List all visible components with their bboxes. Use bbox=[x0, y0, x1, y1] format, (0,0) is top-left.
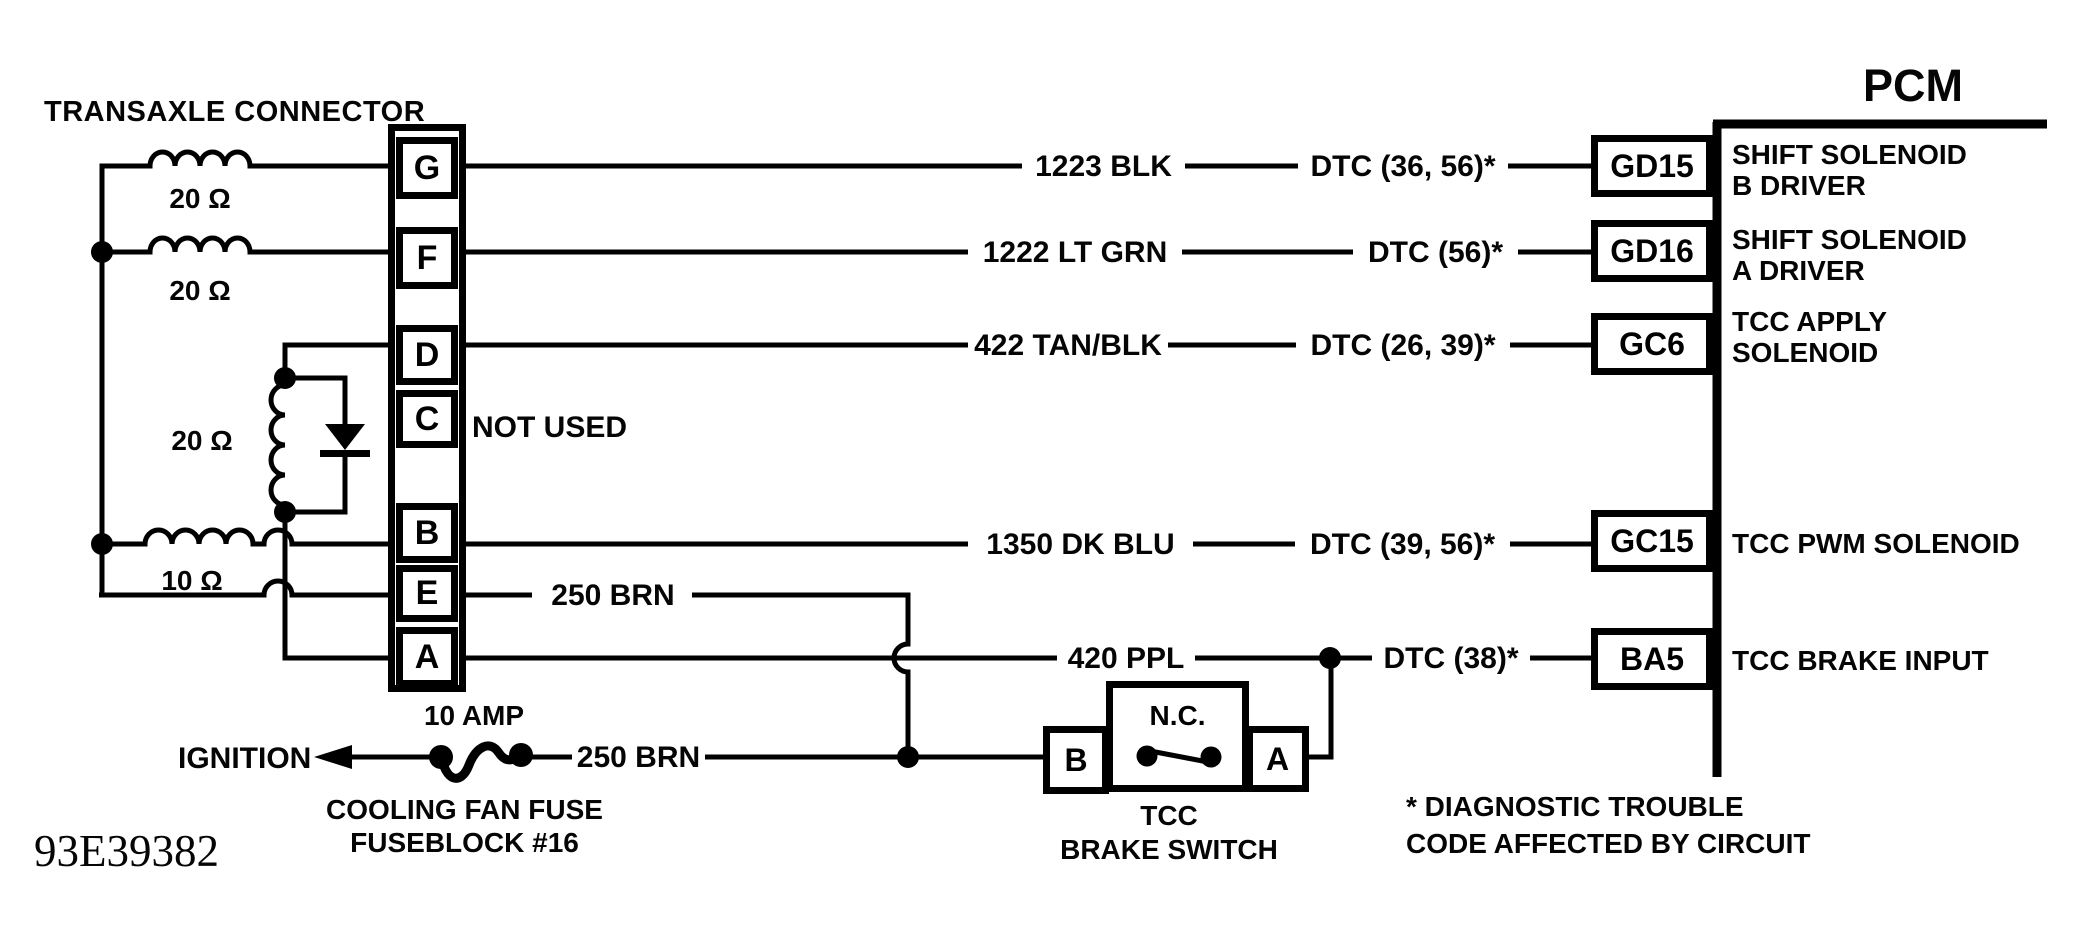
transaxle-connector-title: TRANSAXLE CONNECTOR bbox=[44, 96, 426, 128]
fuse-caption: COOLING FAN FUSE FUSEBLOCK #16 bbox=[312, 793, 617, 859]
brake-switch-terminal-b: B bbox=[1043, 726, 1109, 794]
wire-label-420-ppl: 420 PPL bbox=[1067, 642, 1185, 675]
diode-cathode-bar bbox=[320, 450, 370, 457]
dtc-label-row-b: DTC (39, 56)* bbox=[1309, 528, 1496, 561]
pin-g-label: G bbox=[413, 148, 441, 187]
pcm-pin-gd15: GD15 bbox=[1591, 135, 1713, 197]
pcm-label-line: TCC APPLY bbox=[1732, 306, 1888, 337]
resistor-value-coil: 20 Ω bbox=[171, 425, 233, 456]
resistor-value-row-g: 20 Ω bbox=[169, 183, 231, 214]
dtc-label-row-g: DTC (36, 56)* bbox=[1310, 150, 1496, 183]
pin-d-label: D bbox=[414, 335, 440, 374]
brake-switch-name-line1: TCC bbox=[1140, 800, 1198, 831]
document-id: 93E39382 bbox=[34, 826, 219, 876]
wire-label-250-brn-e: 250 BRN bbox=[551, 579, 675, 612]
pcm-title: PCM bbox=[1863, 60, 1963, 111]
wire-label-1222-lt-grn: 1222 LT GRN bbox=[982, 236, 1168, 269]
wire-coil-to-pin-a bbox=[282, 512, 390, 661]
diagnostic-footnote: * DIAGNOSTIC TROUBLE CODE AFFECTED BY CI… bbox=[1406, 788, 1810, 862]
pcm-label-tcc-pwm: TCC PWM SOLENOID bbox=[1732, 528, 2020, 559]
pcm-label-line: A DRIVER bbox=[1732, 255, 1865, 286]
pcm-label-line: SOLENOID bbox=[1732, 337, 1879, 368]
switch-contact-right bbox=[1200, 746, 1222, 768]
fuse-rating-label: 10 AMP bbox=[423, 700, 525, 731]
pin-e-label: E bbox=[415, 574, 439, 612]
pcm-label-shift-solenoid-b: SHIFT SOLENOID B DRIVER bbox=[1732, 139, 1967, 201]
pin-b-label: B bbox=[414, 513, 440, 552]
brake-switch-body: N.C. bbox=[1106, 681, 1249, 792]
switch-terminal-a-label: A bbox=[1265, 740, 1290, 777]
wire-row-g bbox=[99, 149, 1591, 595]
pcm-label-shift-solenoid-a: SHIFT SOLENOID A DRIVER bbox=[1732, 224, 1967, 286]
pcm-label-tcc-apply: TCC APPLY SOLENOID bbox=[1732, 306, 1887, 368]
brake-switch-terminal-a: A bbox=[1246, 726, 1309, 792]
resistor-value-row-b: 10 Ω bbox=[161, 565, 223, 596]
pcm-pin-gc15-label: GC15 bbox=[1610, 522, 1694, 559]
solenoid-coil-symbol bbox=[268, 378, 288, 512]
footnote-line2: CODE AFFECTED BY CIRCUIT bbox=[1406, 828, 1811, 859]
fuse-name-label: COOLING FAN FUSE bbox=[326, 794, 603, 825]
pcm-label-line: B DRIVER bbox=[1732, 170, 1866, 201]
connector-pin-c: C bbox=[396, 390, 458, 448]
dtc-label-row-d: DTC (26, 39)* bbox=[1310, 329, 1496, 362]
fuse-symbol bbox=[436, 741, 526, 783]
diode-icon bbox=[325, 424, 365, 450]
resistor-value-row-f: 20 Ω bbox=[169, 275, 231, 306]
footnote-line1: * DIAGNOSTIC TROUBLE bbox=[1406, 791, 1744, 822]
not-used-label: NOT USED bbox=[472, 411, 628, 444]
wire-label-250-brn-bottom: 250 BRN bbox=[576, 741, 701, 774]
pcm-pin-gc6-label: GC6 bbox=[1619, 325, 1685, 362]
diode-branch-wire bbox=[285, 375, 348, 515]
wire-label-422-tan-blk: 422 TAN/BLK bbox=[974, 329, 1162, 362]
pin-a-label: A bbox=[414, 637, 440, 676]
wire-label-1350-dk-blu: 1350 DK BLU bbox=[986, 528, 1175, 561]
dtc-label-row-f: DTC (56)* bbox=[1367, 236, 1503, 269]
connector-pin-e: E bbox=[396, 565, 458, 622]
pcm-label-tcc-brake-input: TCC BRAKE INPUT bbox=[1732, 645, 1989, 676]
switch-contact-left bbox=[1136, 745, 1158, 767]
pcm-pin-gd15-label: GD15 bbox=[1610, 147, 1694, 184]
pcm-label-line: SHIFT SOLENOID bbox=[1732, 139, 1967, 170]
pcm-pin-ba5: BA5 bbox=[1591, 628, 1713, 690]
connector-pin-d: D bbox=[396, 325, 458, 385]
pin-f-label: F bbox=[416, 238, 438, 277]
switch-state-label: N.C. bbox=[1149, 700, 1206, 731]
brake-switch-caption: TCC BRAKE SWITCH bbox=[1046, 799, 1292, 867]
wire-row-f bbox=[102, 235, 1591, 255]
fuse-block-label: FUSEBLOCK #16 bbox=[350, 827, 579, 858]
pcm-pin-gc15: GC15 bbox=[1591, 510, 1713, 572]
connector-pin-f: F bbox=[396, 227, 458, 289]
pcm-label-line: SHIFT SOLENOID bbox=[1732, 224, 1967, 255]
brake-switch-name-line2: BRAKE SWITCH bbox=[1060, 834, 1278, 865]
wire-label-1223-blk: 1223 BLK bbox=[1035, 150, 1172, 183]
pin-c-label: C bbox=[414, 399, 440, 438]
pcm-pin-ba5-label: BA5 bbox=[1619, 640, 1684, 677]
connector-pin-g: G bbox=[396, 137, 458, 199]
dtc-label-row-a: DTC (38)* bbox=[1383, 642, 1519, 675]
wire-row-b bbox=[102, 527, 1591, 547]
ignition-label: IGNITION bbox=[178, 742, 312, 775]
pcm-spine bbox=[1712, 119, 2047, 777]
pcm-pin-gd16-label: GD16 bbox=[1610, 232, 1694, 269]
ignition-arrowhead bbox=[314, 745, 352, 769]
connector-pin-a: A bbox=[396, 627, 458, 687]
switch-terminal-b-label: B bbox=[1064, 741, 1088, 778]
wire-row-d bbox=[282, 342, 1591, 378]
pcm-pin-gd16: GD16 bbox=[1591, 220, 1713, 282]
connector-pin-b: B bbox=[396, 503, 458, 563]
junction-dots bbox=[91, 241, 1341, 769]
wire-switch-riser bbox=[1307, 658, 1334, 760]
pcm-pin-gc6: GC6 bbox=[1591, 313, 1713, 375]
